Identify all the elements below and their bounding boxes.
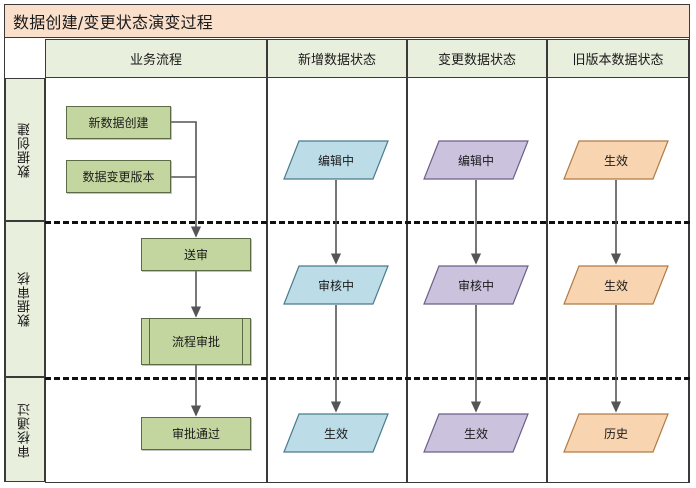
parallelogram-shape [423, 265, 529, 305]
parallelogram-shape [283, 413, 389, 453]
process-node-new-data-create[interactable]: 新数据创建 [66, 106, 171, 139]
column-header-old_version: 旧版本数据状态 [547, 39, 689, 78]
parallelogram-shape [423, 413, 529, 453]
column-header-label: 变更数据状态 [437, 53, 516, 68]
lane-label-text: 审核通过 [17, 401, 33, 458]
lane-separator-0 [45, 221, 690, 224]
status-node-old-history[interactable]: 历史 [563, 413, 669, 453]
status-node-new-editing[interactable]: 编辑中 [283, 140, 389, 180]
column-header-new_data: 新增数据状态 [267, 39, 407, 78]
process-node-flow-approval[interactable]: 流程审批 [141, 318, 251, 365]
parallelogram-shape [283, 265, 389, 305]
lane-label-create: 数据创建 [5, 78, 45, 221]
parallelogram-shape [563, 140, 669, 180]
column-header-label: 新增数据状态 [297, 53, 376, 68]
parallelogram-shape [563, 413, 669, 453]
lane-label-passed: 审核通过 [5, 377, 45, 482]
lane-label-review: 数据审核 [5, 221, 45, 377]
status-node-old-effective1[interactable]: 生效 [563, 140, 669, 180]
process-node-label: 审批通过 [171, 427, 220, 441]
parallelogram-shape [563, 265, 669, 305]
lane-label-text: 数据创建 [17, 121, 33, 178]
process-node-label: 数据变更版本 [82, 170, 155, 184]
lane-column-process [45, 78, 267, 482]
parallelogram-shape [423, 140, 529, 180]
process-node-approval-passed[interactable]: 审批通过 [141, 417, 251, 450]
status-node-chg-editing[interactable]: 编辑中 [423, 140, 529, 180]
lane-label-text: 数据审核 [17, 271, 33, 327]
process-node-label: 新数据创建 [88, 116, 149, 130]
grid-bottom-line [45, 482, 690, 483]
column-header-label: 旧版本数据状态 [572, 53, 664, 68]
process-node-label: 流程审批 [171, 335, 220, 349]
process-node-data-change-ver[interactable]: 数据变更版本 [66, 160, 171, 193]
status-node-chg-reviewing[interactable]: 审核中 [423, 265, 529, 305]
process-node-label: 送审 [183, 248, 208, 262]
column-header-changed: 变更数据状态 [407, 39, 547, 78]
status-node-new-reviewing[interactable]: 审核中 [283, 265, 389, 305]
parallelogram-shape [283, 140, 389, 180]
status-node-old-effective2[interactable]: 生效 [563, 265, 669, 305]
status-node-chg-effective[interactable]: 生效 [423, 413, 529, 453]
page-title: 数据创建/变更状态演变过程 [13, 13, 213, 32]
status-node-new-effective[interactable]: 生效 [283, 413, 389, 453]
column-header-label: 业务流程 [129, 53, 182, 68]
process-node-submit-review[interactable]: 送审 [141, 238, 251, 271]
diagram-title-bar: 数据创建/变更状态演变过程 [5, 5, 689, 38]
lane-separator-1 [45, 377, 690, 380]
column-header-process: 业务流程 [45, 39, 267, 78]
